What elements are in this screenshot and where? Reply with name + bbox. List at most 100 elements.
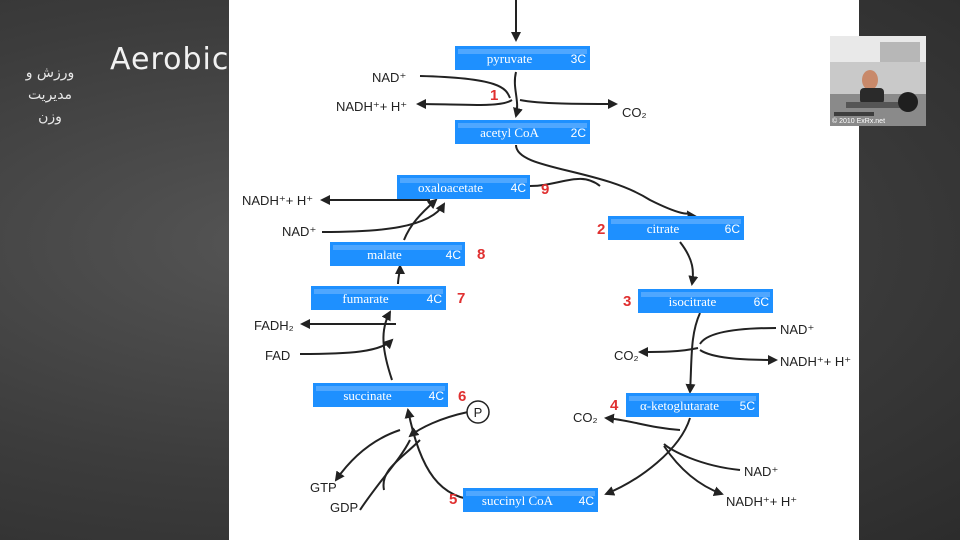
- box-highlight: [611, 219, 741, 224]
- box-highlight: [458, 49, 587, 54]
- metabolite-oxaloacetate: oxaloacetate 4C 9: [397, 175, 549, 199]
- branch-nad-9: [321, 202, 446, 233]
- step-number: 6: [458, 388, 466, 405]
- arrow-isocitrate-to-keto: [685, 312, 701, 394]
- step-number: 3: [623, 293, 631, 310]
- metabolite-label: α-ketoglutarate: [640, 398, 719, 413]
- rowing-photo: © 2010 ExRx.net: [830, 36, 926, 126]
- persian-title-line: مدیریت: [27, 87, 73, 103]
- carbon-count: 5C: [740, 399, 756, 413]
- label-gdp: GDP: [330, 500, 358, 515]
- arrow-keto-to-succinyl: [604, 417, 691, 496]
- phosphate-circle: P: [466, 400, 490, 424]
- carbon-count: 6C: [754, 295, 770, 309]
- carbon-count: 4C: [579, 494, 595, 508]
- metabolite-label: oxaloacetate: [418, 180, 483, 195]
- label-co2-4: CO₂: [573, 410, 598, 425]
- step-number: 9: [541, 181, 549, 198]
- gym-rower-image: [830, 36, 926, 126]
- carbon-count: 4C: [446, 248, 462, 262]
- carbon-count: 4C: [511, 181, 527, 195]
- branch-gtp: [334, 429, 401, 482]
- arrow-succinyl-to-succinate: [404, 408, 481, 501]
- metabolite-citrate: citrate 6C 2: [597, 216, 744, 240]
- metabolite-label: isocitrate: [669, 294, 717, 309]
- metabolite-label: citrate: [647, 221, 680, 236]
- step-number: 8: [477, 246, 485, 263]
- label-nad-4: NAD⁺: [744, 464, 778, 479]
- metabolite-acetyl: acetyl CoA 2C: [455, 120, 590, 144]
- box-highlight: [316, 386, 445, 391]
- branch-co2-4: [604, 413, 681, 431]
- metabolite-label: succinyl CoA: [482, 493, 554, 508]
- metabolite-label: acetyl CoA: [480, 125, 539, 140]
- metabolite-fumarate: fumarate 4C 7: [311, 286, 465, 310]
- carbon-count: 2C: [571, 126, 587, 140]
- arrow-oxaloacetate-to-citrate: [529, 177, 601, 187]
- label-co2-3: CO₂: [614, 348, 639, 363]
- label-nadh-4: NADH⁺+ H⁺: [726, 494, 797, 509]
- persian-title-line: ورزش و: [25, 65, 75, 81]
- carbon-count: 3C: [571, 52, 587, 66]
- label-gtp: GTP: [310, 480, 337, 495]
- branch-nad-3: [699, 327, 777, 345]
- label-fadh2: FADH₂: [254, 318, 294, 333]
- label-nadh-9: NADH⁺+ H⁺: [242, 193, 313, 208]
- branch-nadh-4: [663, 445, 724, 496]
- box-highlight: [466, 491, 595, 496]
- arrow-malate-to-oxaloacetate: [403, 198, 438, 241]
- step-number: 4: [610, 397, 619, 414]
- step-number: 7: [457, 290, 465, 307]
- box-highlight: [458, 123, 587, 128]
- persian-course-title: ورزش و مدیریت وزن: [10, 62, 90, 128]
- arrow-fumarate-to-malate: [394, 264, 405, 285]
- metabolite-isocitrate: isocitrate 6C 3: [623, 289, 773, 313]
- metabolite-label: malate: [367, 247, 402, 262]
- branch-co2-3: [638, 346, 699, 357]
- metabolite-boxes: pyruvate 3C 1 acetyl CoA 2C oxaloacetate 4C 9 ci…: [311, 46, 773, 512]
- branch-nad-1: [419, 75, 511, 99]
- step-number: 2: [597, 221, 605, 238]
- metabolite-ketoglutarate: α-ketoglutarate 5C 4: [610, 393, 759, 417]
- cofactor-labels: NAD⁺ NADH⁺+ H⁺ CO₂ NADH⁺+ H⁺ NAD⁺ FADH₂ …: [242, 70, 851, 515]
- box-highlight: [641, 292, 770, 297]
- branch-nad-4: [663, 443, 741, 471]
- box-highlight: [333, 245, 462, 250]
- branch-nadh-3: [699, 349, 778, 365]
- carbon-count: 4C: [429, 389, 445, 403]
- metabolite-succinylcoa: succinyl CoA 4C 5: [449, 488, 598, 512]
- arrow-pyruvate-to-acetyl: [513, 71, 523, 118]
- label-nad-1: NAD⁺: [372, 70, 406, 85]
- branch-fad: [299, 338, 394, 355]
- arrow-citrate-to-isocitrate: [679, 241, 699, 286]
- metabolite-label: succinate: [343, 388, 392, 403]
- persian-title-line: وزن: [38, 109, 62, 125]
- metabolite-label: fumarate: [342, 291, 388, 306]
- box-highlight: [400, 178, 527, 183]
- carbon-count: 4C: [427, 292, 443, 306]
- slide-title: Aerobic: [110, 42, 230, 77]
- step-number: 5: [449, 491, 457, 508]
- label-nadh-3: NADH⁺+ H⁺: [780, 354, 851, 369]
- carbon-count: 6C: [725, 222, 741, 236]
- side-arrows: [299, 75, 778, 511]
- arrow-acetyl-to-citrate: [515, 144, 697, 222]
- label-co2-1: CO₂: [622, 105, 647, 120]
- label-fad: FAD: [265, 348, 290, 363]
- photo-credit: © 2010 ExRx.net: [832, 118, 886, 125]
- metabolite-malate: malate 4C 8: [330, 242, 485, 266]
- label-nad-3: NAD⁺: [780, 322, 814, 337]
- branch-succinyl-to-gtp: [382, 439, 421, 491]
- krebs-cycle-panel: [229, 0, 859, 540]
- label-p: P: [474, 405, 483, 420]
- metabolite-pyruvate: pyruvate 3C 1: [455, 46, 590, 104]
- metabolite-label: pyruvate: [487, 51, 533, 66]
- label-nad-9: NAD⁺: [282, 224, 316, 239]
- label-nadh-1: NADH⁺+ H⁺: [336, 99, 407, 114]
- box-highlight: [314, 289, 443, 294]
- step-number: 1: [490, 87, 498, 104]
- branch-p: [408, 411, 469, 438]
- branch-co2-1: [519, 98, 618, 109]
- box-highlight: [629, 396, 756, 401]
